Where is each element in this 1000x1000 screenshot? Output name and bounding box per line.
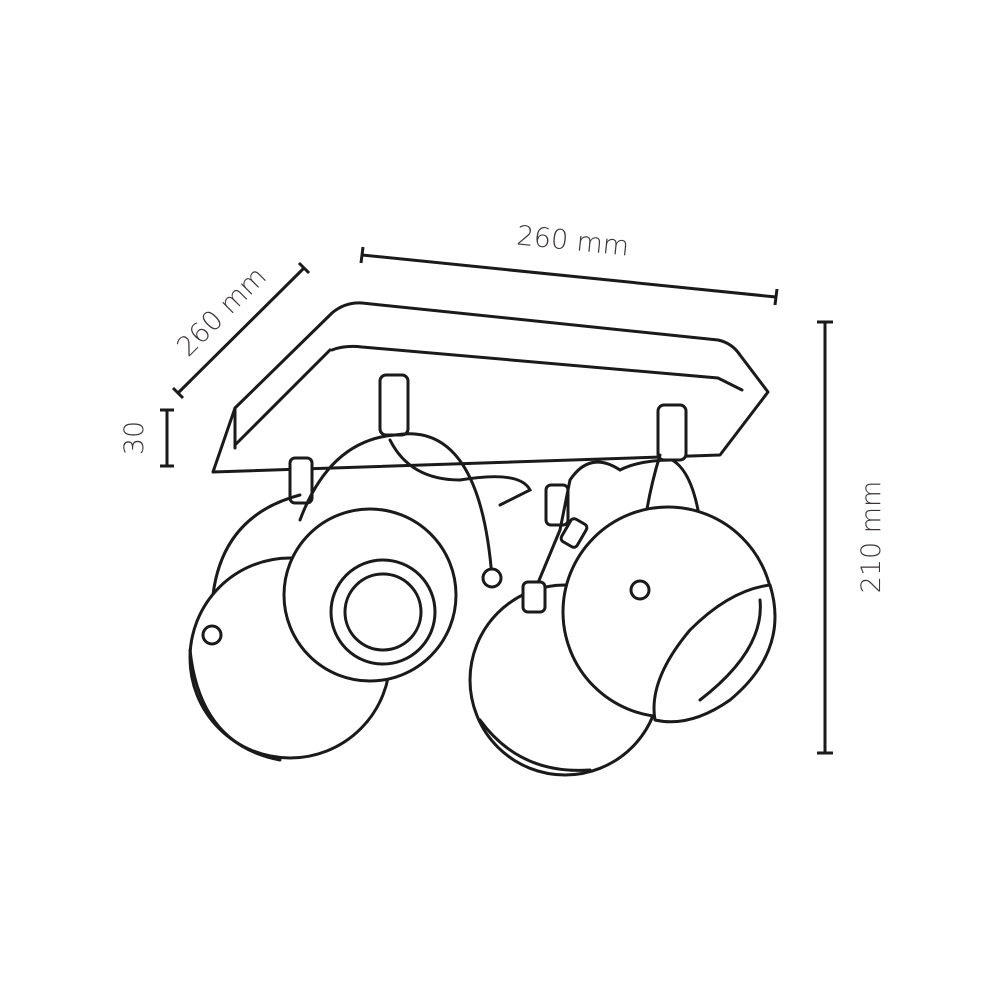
- depth-dimension-line: [171, 261, 311, 400]
- plate-height-label: 30: [119, 421, 150, 455]
- total-height-dimension-line: [817, 320, 833, 755]
- stems: [288, 373, 688, 527]
- width-label: 260 mm: [515, 220, 630, 262]
- spotlight-front-left: [282, 507, 503, 683]
- spotlight-front-right: [521, 505, 777, 724]
- total-height-label: 210 mm: [856, 481, 887, 594]
- plate-height-dimension-line: [160, 408, 174, 468]
- ceiling-plate: [211, 301, 770, 474]
- width-dimension-line: [359, 246, 779, 306]
